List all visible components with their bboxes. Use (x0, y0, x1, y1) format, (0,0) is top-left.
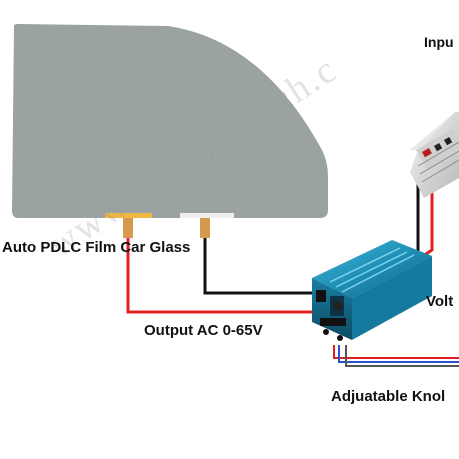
wire-knob-red (333, 345, 459, 359)
film-connector-right (180, 213, 234, 218)
voltage-label: Volt (426, 293, 454, 310)
knob-label: Adjuatable Knol (331, 388, 446, 405)
connector-pad-left (123, 218, 133, 238)
output-label: Output AC 0-65V (144, 322, 263, 339)
glass-label: Auto PDLC Film Car Glass (2, 239, 191, 256)
pdlc-controller-icon (312, 240, 432, 341)
wire-knob-blue (338, 345, 459, 363)
wire-red-output (126, 238, 316, 314)
connector-pad-right (200, 218, 210, 238)
film-connector-left (105, 213, 152, 218)
car-glass-icon (12, 24, 328, 218)
power-inverter-icon (410, 112, 459, 198)
wire-black-output (203, 238, 318, 295)
input-label: Inpu (424, 34, 454, 50)
wire-knob-dark (345, 345, 459, 367)
